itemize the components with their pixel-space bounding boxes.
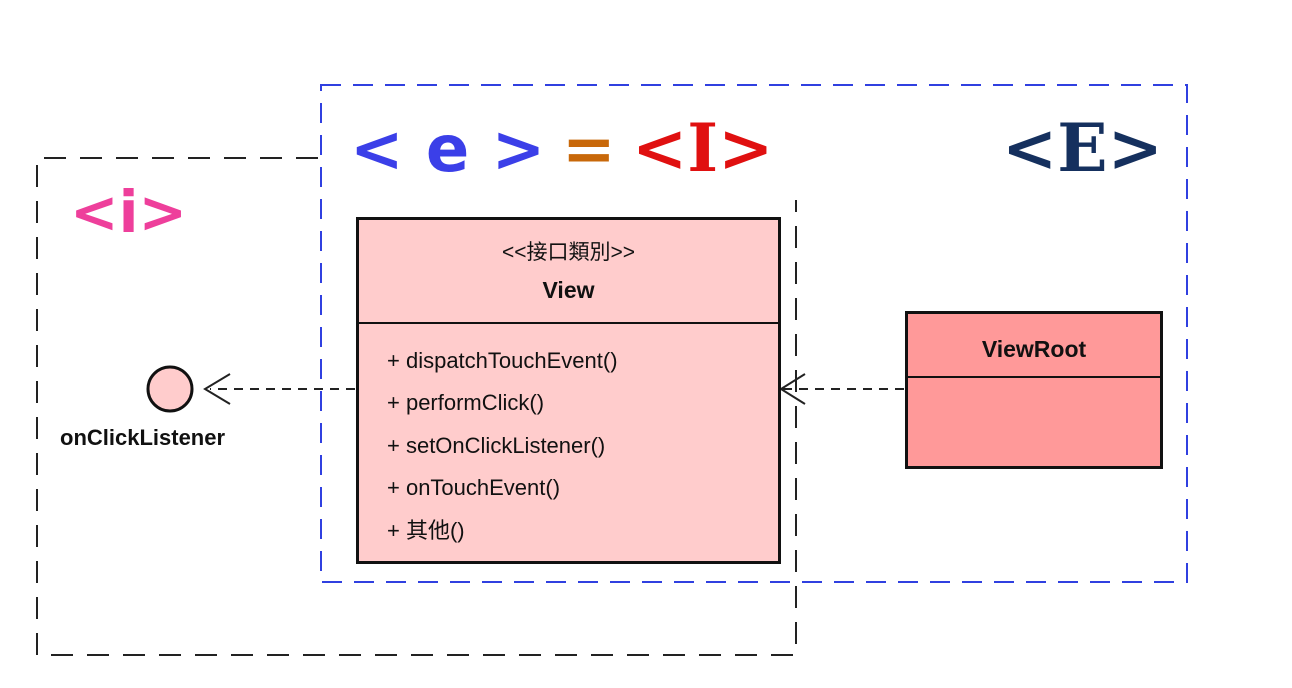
arrowhead-left-icon: [203, 373, 231, 405]
viewroot-class-header: ViewRoot: [908, 314, 1160, 378]
viewroot-class-box[interactable]: ViewRoot: [905, 311, 1163, 469]
operation-item: + onTouchEvent(): [387, 475, 561, 501]
view-class-header: <<接口類別>> View: [359, 220, 778, 324]
operation-item: + setOnClickListener(): [387, 432, 606, 458]
internal-boundary: [36, 157, 797, 656]
viewroot-class-name: ViewRoot: [981, 336, 1087, 362]
internal-label: <i>: [70, 178, 188, 246]
view-stereotype: <<接口類別>>: [501, 241, 636, 264]
operation-item: + 其他(): [387, 517, 465, 543]
external-label: <E>: [1002, 109, 1163, 187]
operation-item: + performClick(): [387, 390, 545, 416]
interface-label: <I>: [632, 109, 774, 187]
operation-item: + dispatchTouchEvent(): [387, 348, 618, 373]
exposed-boundary: [320, 84, 1188, 583]
exposed-label: < e >: [350, 113, 546, 187]
interface-circle-icon: [146, 365, 194, 413]
equals-label: =: [562, 113, 616, 187]
view-operations: + dispatchTouchEvent() + performClick() …: [359, 324, 778, 552]
view-class-name: View: [542, 277, 595, 303]
arrowhead-left-icon: [779, 373, 806, 405]
interface-name: onClickListener: [60, 425, 226, 450]
view-class-box[interactable]: <<接口類別>> View + dispatchTouchEvent() + p…: [356, 217, 781, 564]
